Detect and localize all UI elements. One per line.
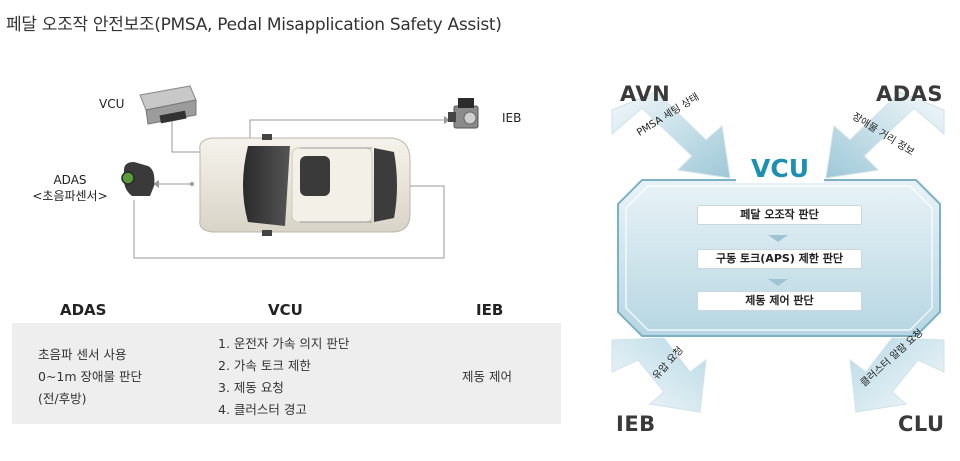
arrow-vcu-to-clu: [849, 337, 945, 413]
flow-adas-line: 초음파 센서 사용: [38, 347, 127, 362]
flow-box: [12, 323, 561, 424]
adas-sensor-image: [121, 162, 155, 196]
vcu-step: 구동 토크(APS) 제한 판단: [697, 249, 862, 269]
node-ieb: IEB: [616, 412, 656, 436]
ieb-label: IEB: [502, 111, 522, 125]
adas-label: ADAS <초음파센서>: [30, 172, 110, 204]
arrow-avn-to-vcu: [611, 91, 731, 179]
node-avn: AVN: [620, 82, 671, 106]
flow-vcu-line: 4. 클러스터 경고: [218, 402, 307, 417]
flow-ieb-text: 제동 제어: [462, 369, 512, 384]
vcu-hub-title: VCU: [736, 154, 824, 183]
page-title: 페달 오조작 안전보조(PMSA, Pedal Misapplication S…: [6, 15, 502, 35]
node-adas: ADAS: [876, 82, 944, 106]
vcu-step: 페달 오조작 판단: [697, 205, 862, 225]
flow-vcu-line: 2. 가속 토크 제한: [218, 358, 311, 373]
flow-header-ieb: IEB: [476, 301, 504, 319]
flow-adas-text: 초음파 센서 사용 0~1m 장애물 판단 (전/후방): [38, 344, 142, 410]
flow-header-vcu: VCU: [268, 301, 303, 319]
flow-header-adas: ADAS: [60, 301, 107, 319]
flow-adas-line: (전/후방): [38, 391, 87, 406]
arrow-vcu-to-ieb: [611, 337, 707, 413]
flow-vcu-line: 3. 제동 요청: [218, 380, 284, 395]
car-top-view-image: [199, 134, 411, 236]
vcu-label: VCU: [99, 97, 125, 111]
step-down-arrow-icon: [768, 235, 788, 242]
node-clu: CLU: [898, 412, 945, 436]
step-down-arrow-icon: [768, 279, 788, 286]
vcu-module-image: [139, 85, 197, 125]
arrow-adas-to-vcu: [825, 91, 945, 179]
flow-vcu-line: 1. 운전자 가속 의지 판단: [218, 336, 350, 351]
adas-label-line2: <초음파센서>: [32, 189, 108, 203]
flow-adas-line: 0~1m 장애물 판단: [38, 369, 143, 384]
ieb-module-image: [448, 98, 479, 129]
flow-vcu-text: 1. 운전자 가속 의지 판단 2. 가속 토크 제한 3. 제동 요청 4. …: [218, 333, 349, 421]
adas-label-line1: ADAS: [53, 173, 87, 187]
vcu-step: 제동 제어 판단: [697, 291, 862, 311]
